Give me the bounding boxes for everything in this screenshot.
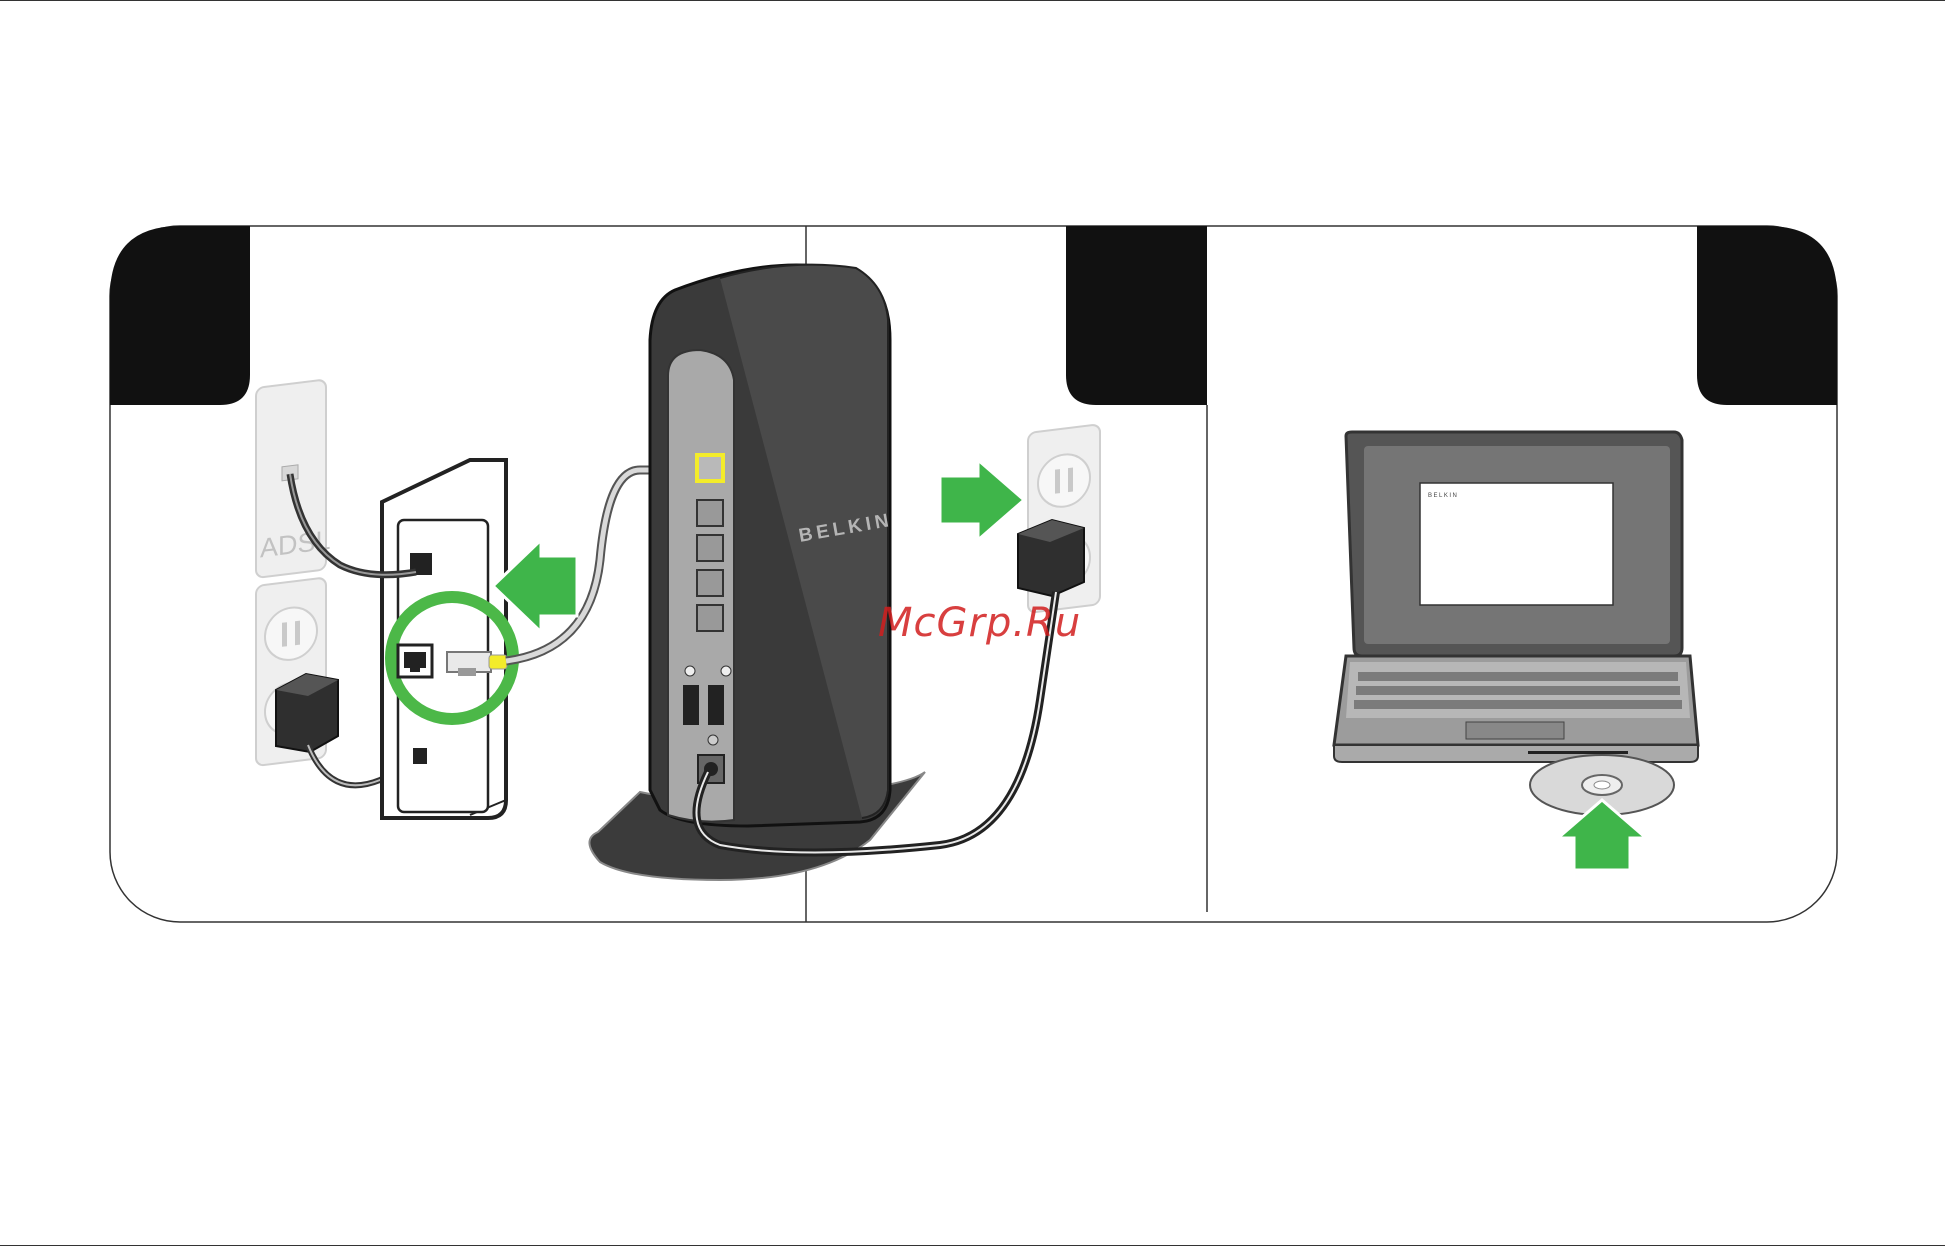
router-wan-port (697, 455, 723, 481)
router-usb-port-2 (708, 685, 724, 725)
screen-brand-label: BELKIN (1428, 493, 1458, 499)
power-adapter-right (1018, 520, 1084, 596)
router-lan-port-2 (697, 535, 723, 561)
router-lan-port-1 (697, 500, 723, 526)
laptop-screen (1420, 483, 1613, 605)
laptop-cd-slot (1528, 751, 1628, 754)
router-lan-port-4 (697, 605, 723, 631)
router-lan-port-3 (697, 570, 723, 596)
laptop: BELKIN (1334, 432, 1698, 762)
laptop-touchpad (1466, 722, 1564, 739)
step-tab-1 (110, 226, 250, 405)
modem-power-port (413, 748, 427, 764)
watermark: McGrp.Ru (878, 600, 1081, 646)
step-tab-2 (1066, 226, 1207, 405)
router-usb-port-1 (683, 685, 699, 725)
step-tab-3 (1697, 226, 1837, 405)
modem (382, 460, 506, 818)
modem-ethernet-port (398, 645, 432, 677)
